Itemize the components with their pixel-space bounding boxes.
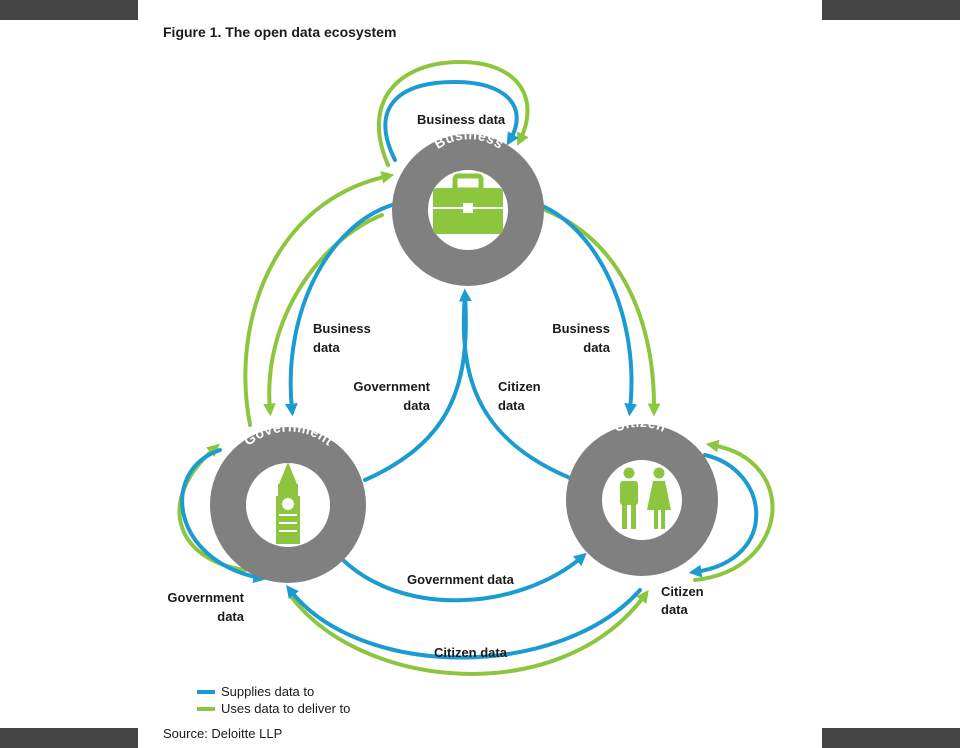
- green-business-self-loop: [376, 59, 530, 167]
- green-government-to-business: [243, 171, 395, 427]
- label-citizen-to-government: Citizen data: [434, 645, 508, 660]
- node-government: Government: [210, 418, 366, 583]
- frame-bar-top-left: [0, 0, 138, 20]
- label-government-self-line2: data: [217, 609, 245, 624]
- label-government-self-line1: Government: [167, 590, 244, 605]
- source-note: Source: Deloitte LLP: [163, 726, 282, 741]
- blue-government-self-loop: [180, 448, 267, 584]
- label-business-to-government-line1: Business: [313, 321, 371, 336]
- label-government-to-business-line1: Government: [353, 379, 430, 394]
- label-government-to-citizen: Government data: [407, 572, 515, 587]
- label-business-to-government-line2: data: [313, 340, 341, 355]
- node-citizen: Citizen: [566, 414, 718, 576]
- big-ben-icon: [276, 462, 300, 544]
- blue-citizen-to-business: [461, 293, 572, 480]
- legend: Supplies data to Uses data to deliver to: [197, 684, 350, 716]
- blue-business-to-government: [284, 203, 394, 417]
- green-citizen-self-loop: [693, 439, 775, 582]
- blue-business-self-loop: [383, 79, 519, 162]
- label-citizen-to-business-line2: data: [498, 398, 526, 413]
- green-business-to-government: [263, 213, 384, 417]
- label-business-self: Business data: [417, 112, 506, 127]
- figure-title: Figure 1. The open data ecosystem: [163, 24, 396, 40]
- people-icon: [620, 467, 671, 529]
- legend-supplies-label: Supplies data to: [221, 684, 314, 699]
- briefcase-icon: [433, 173, 503, 234]
- label-government-to-business-line2: data: [403, 398, 431, 413]
- label-business-to-citizen-line1: Business: [552, 321, 610, 336]
- blue-citizen-self-loop: [688, 453, 759, 578]
- node-business: Business: [392, 126, 544, 286]
- flows-blue: [180, 79, 759, 660]
- frame-bar-top-right: [822, 0, 960, 20]
- green-business-to-citizen: [543, 208, 661, 417]
- green-government-citizen-bottom: [288, 589, 649, 676]
- label-citizen-to-business-line1: Citizen: [498, 379, 541, 394]
- label-citizen-self-line1: Citizen: [661, 584, 704, 599]
- label-business-to-citizen-line2: data: [583, 340, 611, 355]
- frame-bar-bottom-left: [0, 728, 138, 748]
- legend-uses-label: Uses data to deliver to: [221, 701, 350, 716]
- label-citizen-self-line2: data: [661, 602, 689, 617]
- blue-business-to-citizen: [538, 203, 638, 417]
- blue-citizen-to-government: [286, 584, 642, 660]
- frame-bar-bottom-right: [822, 728, 960, 748]
- blue-government-to-citizen: [336, 552, 587, 603]
